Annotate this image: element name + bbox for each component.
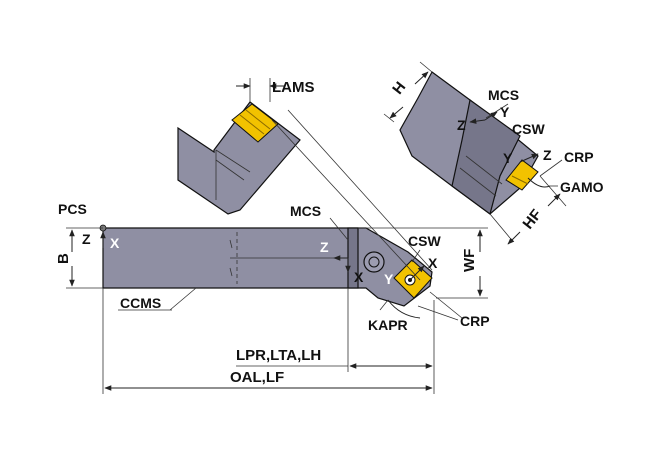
csw-mid-label: CSW	[408, 233, 441, 249]
h-label: H	[389, 79, 409, 98]
lams-dimension: LAMS	[236, 78, 315, 102]
kapr-label: KAPR	[368, 317, 408, 333]
top-left-insert	[231, 103, 279, 143]
ccms-label: CCMS	[120, 295, 161, 311]
pcs-label: PCS	[58, 201, 87, 217]
z-top2-label: Z	[543, 147, 552, 163]
z-top-label: Z	[457, 117, 466, 133]
oal-dimension: OAL,LF	[102, 288, 433, 394]
crp-top-label: CRP	[564, 149, 594, 165]
lpr-dimension: LPR,LTA,LH	[236, 288, 435, 394]
z-left-label: Z	[82, 231, 91, 247]
y-top-label: Y	[500, 104, 510, 120]
b-label: B	[55, 253, 72, 264]
x-csw-label: X	[428, 255, 438, 271]
z-mid-label: Z	[320, 239, 329, 255]
mcs-top-label: MCS	[488, 87, 519, 103]
x-left-label: X	[110, 235, 120, 251]
oal-label: OAL,LF	[230, 369, 284, 386]
top-left-holder	[177, 101, 301, 215]
b-dimension: B	[55, 227, 103, 289]
end-view-holder	[399, 71, 539, 216]
y-mid-label: Y	[384, 271, 394, 287]
lpr-label: LPR,LTA,LH	[236, 347, 321, 364]
wf-dimension: WF	[358, 227, 488, 299]
end-view-insert	[505, 159, 539, 191]
csw-top-label: CSW	[512, 121, 545, 137]
wf-label: WF	[461, 249, 478, 272]
gamo-label: GAMO	[560, 179, 604, 195]
clamp-screw	[363, 251, 385, 273]
crp-mid-label: CRP	[460, 313, 490, 329]
x-mid-label: X	[354, 269, 364, 285]
y-top2-label: Y	[503, 150, 513, 166]
hf-label: HF	[520, 206, 546, 232]
lams-label: LAMS	[272, 79, 315, 96]
mcs-mid-label: MCS	[290, 203, 321, 219]
